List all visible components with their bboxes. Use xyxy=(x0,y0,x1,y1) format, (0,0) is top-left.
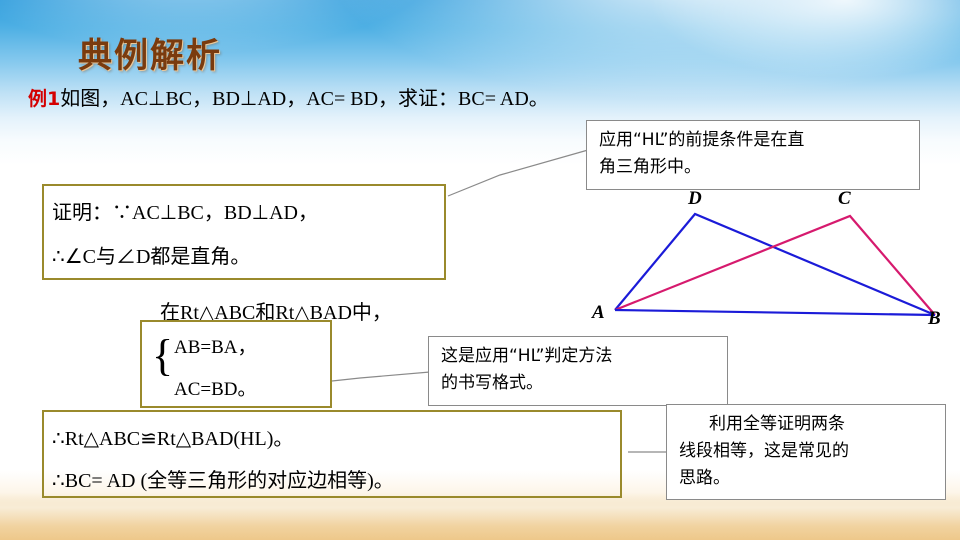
callout-congruent-idea: 利用全等证明两条 线段相等，这是常见的 思路。 xyxy=(666,404,946,500)
callout-1-line-2: 角三角形中。 xyxy=(599,157,701,177)
callout-2-line-1: 这是应用“HL”判定方法 xyxy=(441,346,613,366)
callout-1-line-1: 应用“HL”的前提条件是在直 xyxy=(599,130,805,150)
callout-3-line-2: 线段相等，这是常见的 xyxy=(679,441,849,461)
proof-box-1 xyxy=(42,184,446,280)
page-title: 典例解析 xyxy=(78,36,222,76)
triangle-abd xyxy=(614,212,936,317)
proof-box2-line2: AC=BD。 xyxy=(174,379,257,400)
example-text: 如图，AC⊥BC，BD⊥AD，AC= BD，求证：BC= AD。 xyxy=(60,88,549,110)
geometry-figure: D C A B xyxy=(560,180,960,340)
geometry-svg xyxy=(614,212,936,317)
figure-label-D: D xyxy=(688,188,702,209)
callout-3-line-1: 利用全等证明两条 xyxy=(709,414,845,434)
proof-box-2 xyxy=(140,320,332,408)
example-tag: 例1 xyxy=(28,88,61,110)
callout-3-line-3: 思路。 xyxy=(679,468,730,488)
proof-box2-brace: { xyxy=(152,331,174,380)
callout-2-line-2: 的书写格式。 xyxy=(441,373,543,393)
example-statement: 例1如图，AC⊥BC，BD⊥AD，AC= BD，求证：BC= AD。 xyxy=(28,82,549,111)
callout-hl-precondition: 应用“HL”的前提条件是在直 角三角形中。 xyxy=(586,120,920,190)
segment-ab xyxy=(614,308,936,317)
proof-box3-line1: ∴Rt△ABC≌Rt△BAD(HL)。 xyxy=(52,428,294,450)
proof-middle-line: 在Rt△ABC和Rt△BAD中， xyxy=(160,302,392,324)
proof-box2-line1: AB=BA， xyxy=(174,337,257,358)
figure-label-B: B xyxy=(928,308,941,329)
slide-bottom-band xyxy=(0,494,960,540)
triangle-abc xyxy=(614,214,936,316)
callout-hl-format: 这是应用“HL”判定方法 的书写格式。 xyxy=(428,336,728,406)
proof-box1-line1: 证明：∵AC⊥BC，BD⊥AD， xyxy=(52,202,318,224)
figure-label-A: A xyxy=(592,302,605,323)
proof-box-3 xyxy=(42,410,622,498)
proof-box1-line2: ∴∠C与∠D都是直角。 xyxy=(52,246,251,268)
proof-box3-line2: ∴BC= AD (全等三角形的对应边相等)。 xyxy=(52,470,394,492)
figure-label-C: C xyxy=(838,188,851,209)
